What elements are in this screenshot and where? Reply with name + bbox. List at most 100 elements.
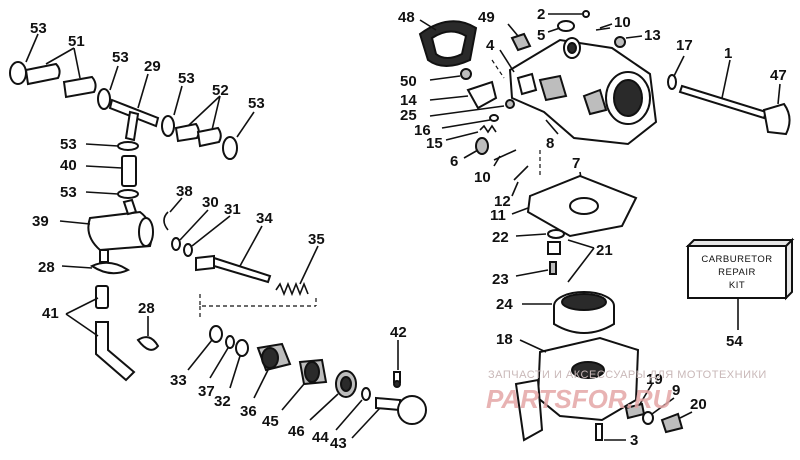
callout-48: 48 <box>398 9 415 26</box>
screw-50 <box>429 68 472 81</box>
callout-29: 29 <box>144 58 161 75</box>
callout-42: 42 <box>390 324 407 341</box>
callout-52: 52 <box>212 82 229 99</box>
callout-37: 37 <box>198 383 215 400</box>
callout-54: 54 <box>726 333 743 350</box>
callout-15: 15 <box>426 135 443 152</box>
hose-41 <box>65 285 136 382</box>
callout-34: 34 <box>256 210 273 227</box>
pin-10-b <box>493 149 517 167</box>
callout-41: 41 <box>42 305 59 322</box>
callout-23: 23 <box>492 271 509 288</box>
callout-5: 5 <box>537 27 545 44</box>
kit-label-line3: KIT <box>729 280 745 291</box>
valve-43 <box>351 395 427 439</box>
callout-47: 47 <box>770 67 787 84</box>
spring-35 <box>275 245 319 297</box>
callout-53-b: 53 <box>112 49 129 66</box>
hose-40 <box>85 155 137 187</box>
callout-25: 25 <box>400 107 417 124</box>
callout-53-e: 53 <box>60 136 77 153</box>
callout-1: 1 <box>724 45 732 62</box>
hose-clip-28-a <box>61 261 131 275</box>
callout-10-a: 10 <box>614 14 631 31</box>
washer-33 <box>187 325 223 371</box>
needle-valve-1 <box>678 59 768 120</box>
knob-47 <box>762 83 791 136</box>
nut-13 <box>614 35 643 48</box>
o-ring-31 <box>183 215 231 257</box>
bracket-21 <box>547 239 595 283</box>
gasket-48 <box>418 19 478 67</box>
callout-16: 16 <box>414 122 431 139</box>
hose-clip-28-b <box>136 316 160 351</box>
screw-3 <box>595 423 626 441</box>
callout-46: 46 <box>288 423 305 440</box>
callout-10-b: 10 <box>474 169 491 186</box>
screw-6 <box>463 137 489 159</box>
spring-15 <box>445 124 497 141</box>
clamp-53-c <box>161 85 183 137</box>
tee-fitting-29 <box>108 73 160 142</box>
callout-40: 40 <box>60 157 77 174</box>
callout-17: 17 <box>676 37 693 54</box>
callout-49: 49 <box>478 9 495 26</box>
callout-9: 9 <box>672 382 680 399</box>
hose-51 <box>24 47 97 99</box>
callout-32: 32 <box>214 393 231 410</box>
needle-23 <box>515 261 557 277</box>
seat-22 <box>515 229 565 239</box>
pin-12 <box>511 165 529 197</box>
callout-53-f: 53 <box>60 184 77 201</box>
nut-45 <box>281 358 328 411</box>
callout-43: 43 <box>330 435 347 452</box>
callout-28-a: 28 <box>38 259 55 276</box>
nut-46 <box>309 370 357 421</box>
callout-53-c: 53 <box>178 70 195 87</box>
washer-44 <box>335 387 371 431</box>
callout-13: 13 <box>644 27 661 44</box>
callout-45: 45 <box>262 413 279 430</box>
plug-20 <box>660 411 693 434</box>
fuel-filter-body-39 <box>59 198 154 263</box>
carburetor-repair-kit-box: CARBURETOR REPAIR KIT <box>685 237 795 330</box>
washer-16 <box>441 114 499 129</box>
clamp-53-f <box>85 189 139 199</box>
callout-30: 30 <box>202 194 219 211</box>
callout-20: 20 <box>690 396 707 413</box>
callout-3: 3 <box>630 432 638 449</box>
watermark-caption: ЗАПЧАСТИ И АКСЕССУАРЫ ДЛЯ МОТОТЕХНИКИ <box>488 369 767 381</box>
o-ring-30 <box>171 209 209 251</box>
callout-53-a: 53 <box>30 20 47 37</box>
plug-5 <box>547 20 575 33</box>
pin-10-a <box>595 23 613 31</box>
ball-2 <box>548 10 590 18</box>
nut-49 <box>507 23 532 52</box>
callout-28-b: 28 <box>138 300 155 317</box>
callout-14: 14 <box>400 92 417 109</box>
gasket-11 <box>511 174 638 238</box>
callout-4: 4 <box>486 37 495 54</box>
callout-31: 31 <box>224 201 241 218</box>
dashed-link <box>491 59 505 79</box>
housing-36 <box>253 342 292 399</box>
callout-21: 21 <box>596 242 613 259</box>
callout-51: 51 <box>68 33 85 50</box>
kit-label-line2: REPAIR <box>718 267 756 278</box>
ring-37 <box>209 335 235 379</box>
callout-35: 35 <box>308 231 325 248</box>
screw-25 <box>429 99 515 117</box>
ring-38 <box>163 197 183 231</box>
assembly-bracket <box>199 294 317 318</box>
callout-24: 24 <box>496 296 513 313</box>
carburetor-body <box>499 37 658 146</box>
callout-18: 18 <box>496 331 513 348</box>
clamp-53-e <box>85 141 139 151</box>
callout-8: 8 <box>546 135 554 152</box>
shaft-34 <box>195 225 272 284</box>
float-bowl-18 <box>514 336 640 442</box>
callout-6: 6 <box>450 153 458 170</box>
callout-7: 7 <box>572 155 580 172</box>
callout-53-d: 53 <box>248 95 265 112</box>
callout-19: 19 <box>646 371 663 388</box>
